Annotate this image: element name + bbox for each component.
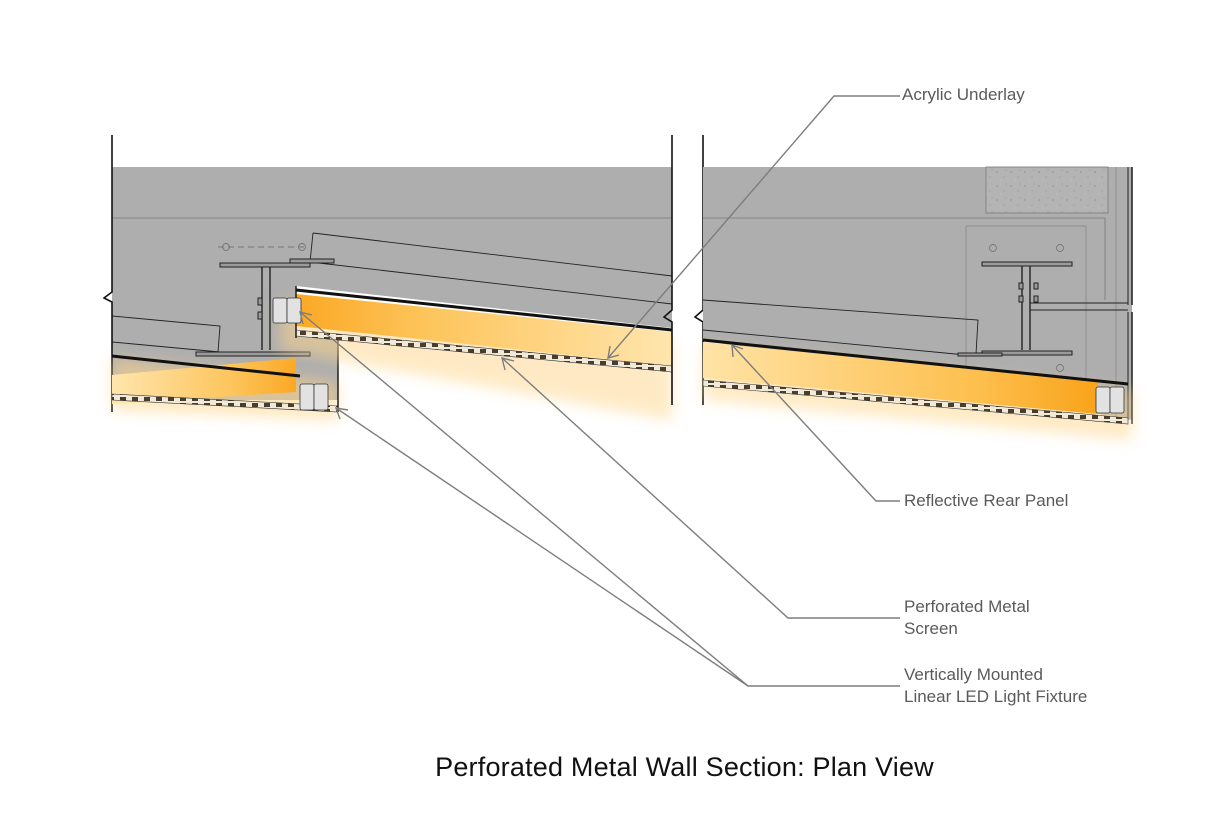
callout-text: Acrylic Underlay [902,85,1025,104]
leader-acrylic-underlay [607,95,900,359]
callout-text-line-1: Perforated Metal [904,597,1030,616]
callout-text: Reflective Rear Panel [904,491,1069,510]
callout-reflective-rear-panel: Reflective Rear Panel [904,490,1068,512]
led-fixture-right [1095,386,1125,414]
led-fixture-left-lower [299,383,329,411]
callout-acrylic-underlay: Acrylic Underlay [902,84,1025,106]
leader-led-fixture-b [335,407,749,687]
callout-perforated-metal-screen: Perforated Metal Screen [904,596,1030,640]
drawing-title: Perforated Metal Wall Section: Plan View [435,752,934,782]
wall-fill-left [112,167,672,400]
steel-i-beam-right [957,261,1073,357]
callout-led-light-fixture: Vertically Mounted Linear LED Light Fixt… [904,664,1087,708]
reflective-rear-panel-center [295,288,673,332]
callout-text-line-2: Linear LED Light Fixture [904,687,1088,706]
wall-left-segment [102,135,673,412]
break-line-left [102,135,113,412]
leader-lines [299,95,900,687]
reflective-rear-panel-right [702,338,1129,386]
led-glow-left-lower [111,336,339,420]
leader-reflective-rear-panel [731,344,900,502]
led-glow-right [702,338,1132,440]
leader-perforated-screen [501,357,900,619]
callout-text-line-2: Screen [904,619,958,638]
insulation-texture-box [985,166,1109,214]
callout-text-line-1: Vertically Mounted [904,665,1043,684]
perforated-screen-right [702,379,1129,425]
led-fixture-left-upper [272,297,302,324]
led-glow-center [280,286,673,420]
